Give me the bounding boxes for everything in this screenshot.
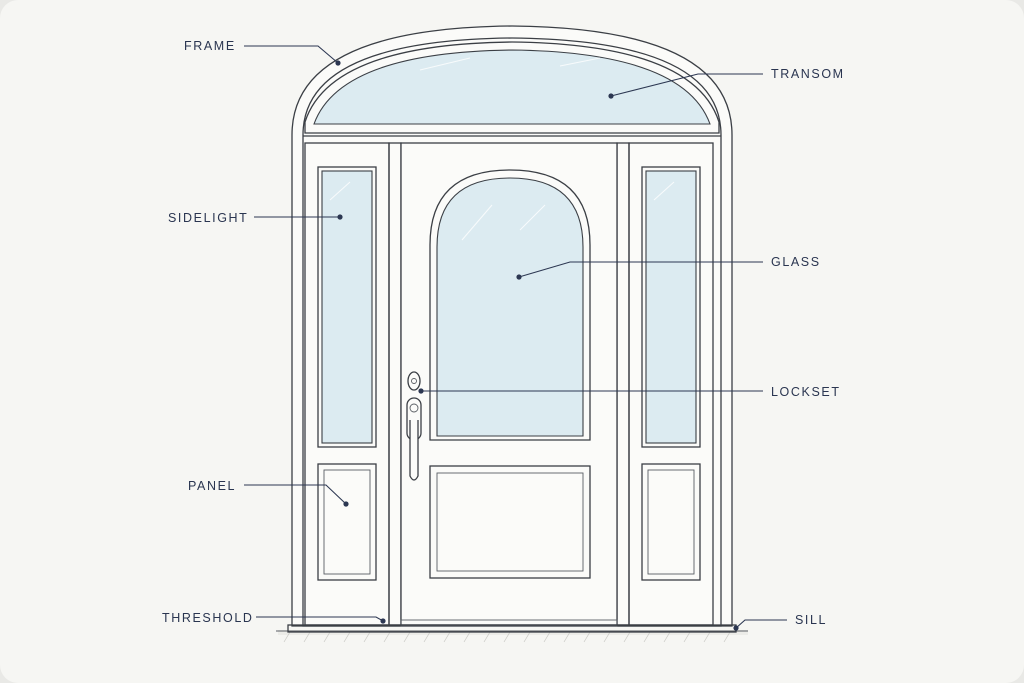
right-panel-inner (647, 469, 695, 575)
thumb-latch (409, 403, 419, 413)
frame-inner (302, 37, 722, 627)
dot-sidelight (337, 214, 343, 220)
label-sill: SILL (795, 613, 827, 627)
label-threshold: THRESHOLD (162, 611, 254, 625)
left-panel-outer (317, 463, 377, 581)
door-handle (409, 420, 419, 481)
leader-transom (610, 73, 763, 97)
door-glass-reflection (519, 204, 546, 231)
label-transom: TRANSOM (771, 67, 845, 81)
callouts: FRAME TRANSOM SIDELIGHT GLASS LOCKSET PA… (162, 39, 845, 631)
label-sidelight: SIDELIGHT (168, 211, 248, 225)
label-panel: PANEL (188, 479, 236, 493)
dot-frame (335, 60, 341, 66)
door-panel-inner (436, 472, 584, 572)
transom (303, 41, 721, 137)
right-panel-outer (641, 463, 701, 581)
label-glass: GLASS (771, 255, 821, 269)
leader-frame (244, 45, 339, 64)
left-sidelight-unit (304, 142, 390, 626)
left-sidelight-glass (321, 170, 373, 444)
transom-reflection (419, 57, 471, 71)
threshold-strip (400, 619, 618, 627)
dot-transom (608, 93, 614, 99)
deadbolt (407, 371, 421, 391)
label-lockset: LOCKSET (771, 385, 841, 399)
dot-threshold (380, 618, 386, 624)
dot-glass (516, 274, 522, 280)
left-panel-inner (323, 469, 371, 575)
door-panel-outer (429, 465, 591, 579)
transom-reflection (559, 57, 601, 67)
dot-lockset (418, 388, 424, 394)
door (400, 142, 618, 626)
left-sidelight-reflection (329, 181, 351, 201)
dot-panel (343, 501, 349, 507)
leader-sill (735, 619, 787, 629)
door-glass-reflection (461, 204, 493, 241)
door-glass (436, 177, 584, 437)
dot-sill (733, 625, 739, 631)
leader-glass (518, 261, 763, 278)
right-sidelight-unit (628, 142, 714, 626)
leader-panel (244, 484, 347, 505)
label-frame: FRAME (184, 39, 236, 53)
right-sidelight-glass (645, 170, 697, 444)
transom-glass (313, 49, 711, 125)
leader-threshold (256, 616, 384, 622)
floor-hatching (283, 631, 731, 643)
lockset (406, 371, 422, 481)
keyhole-icon (411, 378, 417, 384)
right-sidelight-reflection (653, 181, 675, 201)
